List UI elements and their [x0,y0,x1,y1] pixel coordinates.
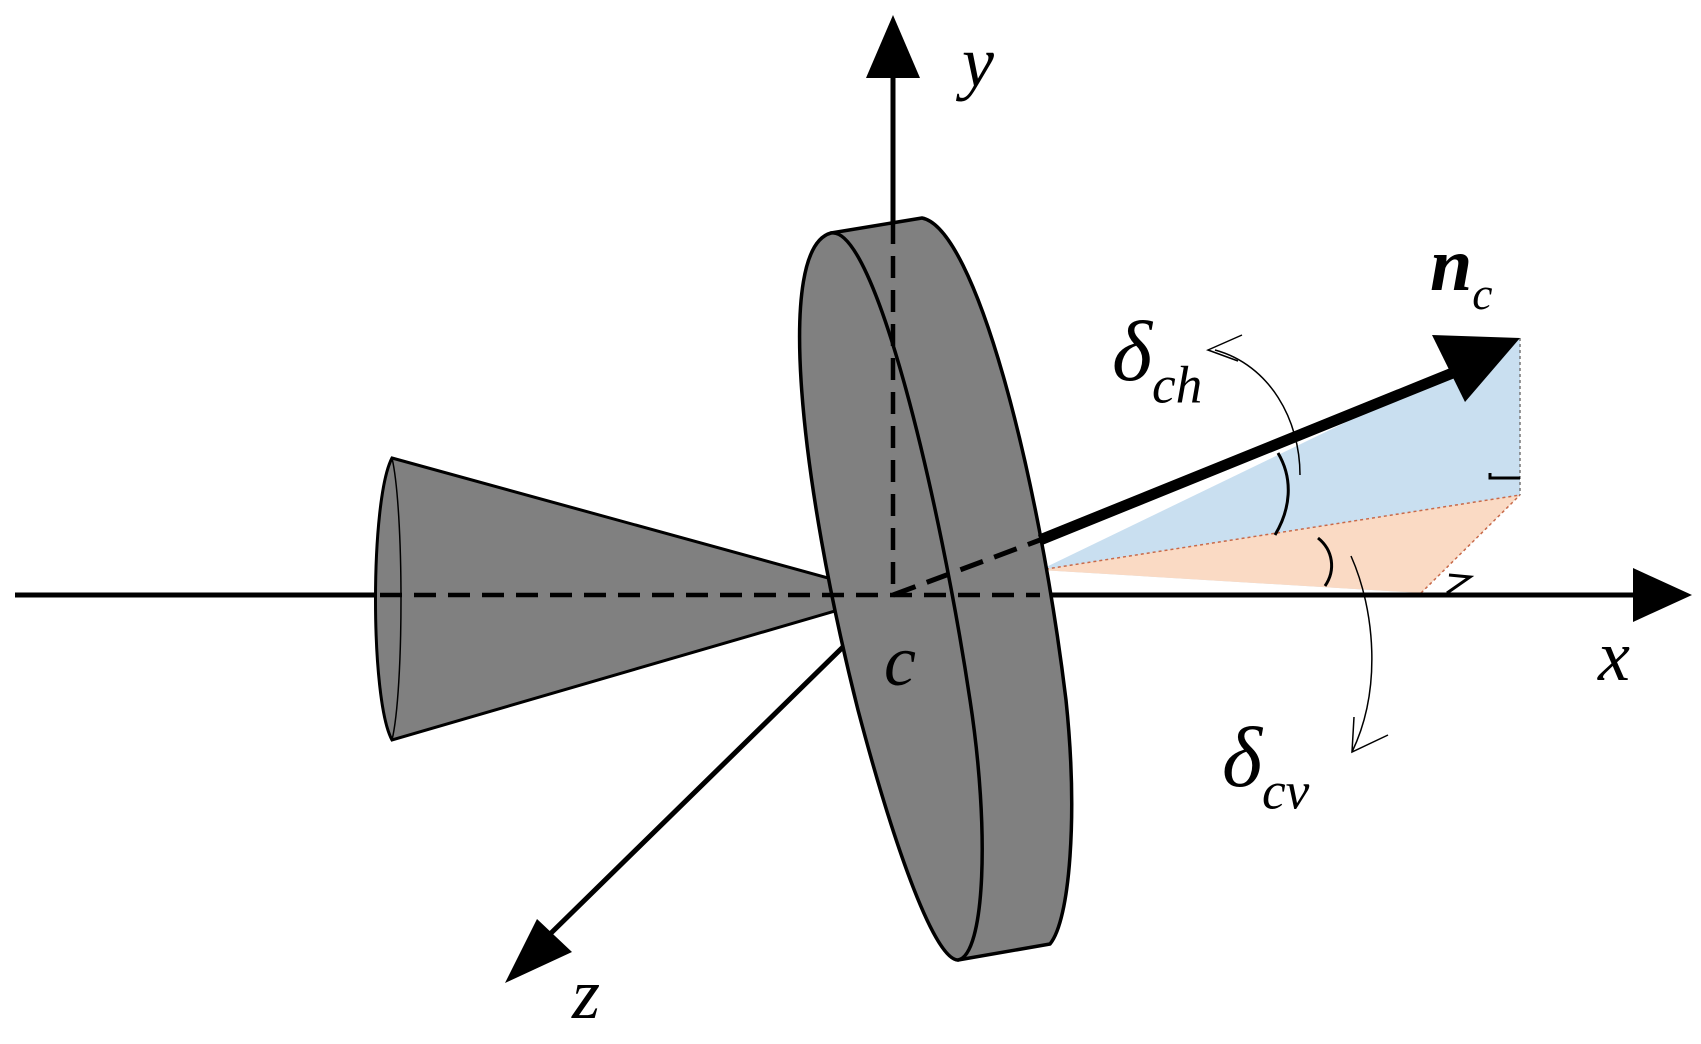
cone-body [374,456,896,742]
plane-edge-dotted [1039,494,1521,571]
angle-vertical-symbol: δ [1222,709,1262,805]
angle-horizontal-label: δch [1112,308,1202,412]
angle-pointer-vertical [1350,555,1373,753]
x-axis-arrowhead [1633,568,1692,622]
right-angle-marker [1446,573,1475,595]
center-point-label: c [884,621,916,701]
normal-vector-shaft [1037,364,1463,546]
normal-vector-symbol: n [1430,223,1473,307]
normal-vector-label: nc [1430,227,1493,317]
angle-vertical-label: δcv [1222,714,1309,818]
normal-vector-arrowhead [1432,335,1520,402]
angle-horizontal-symbol: δ [1112,303,1152,399]
angle-vertical-subscript: cv [1261,760,1310,821]
x-axis-label: x [1598,616,1630,696]
vertical-angle-plane [1040,495,1520,593]
angle-arc-horizontal [1273,452,1290,536]
angle-pointer-arrowhead [1351,716,1389,754]
hidden-normal-vector [892,537,1041,598]
z-axis-line [544,594,897,940]
angle-horizontal-subscript: ch [1151,354,1203,415]
y-axis-label: y [962,22,994,102]
right-angle-marker [1488,473,1520,480]
angle-pointer-arrowhead [1205,334,1243,362]
angle-pointer-horizontal [1214,349,1301,476]
cone-base-edge [391,457,402,741]
plane-edge-dotted [1420,494,1521,594]
z-axis-label: z [572,954,601,1034]
angle-arc-vertical [1317,536,1334,587]
normal-vector-subscript: c [1472,268,1493,320]
z-axis-arrowhead [505,919,572,983]
y-axis-arrowhead [866,15,920,78]
